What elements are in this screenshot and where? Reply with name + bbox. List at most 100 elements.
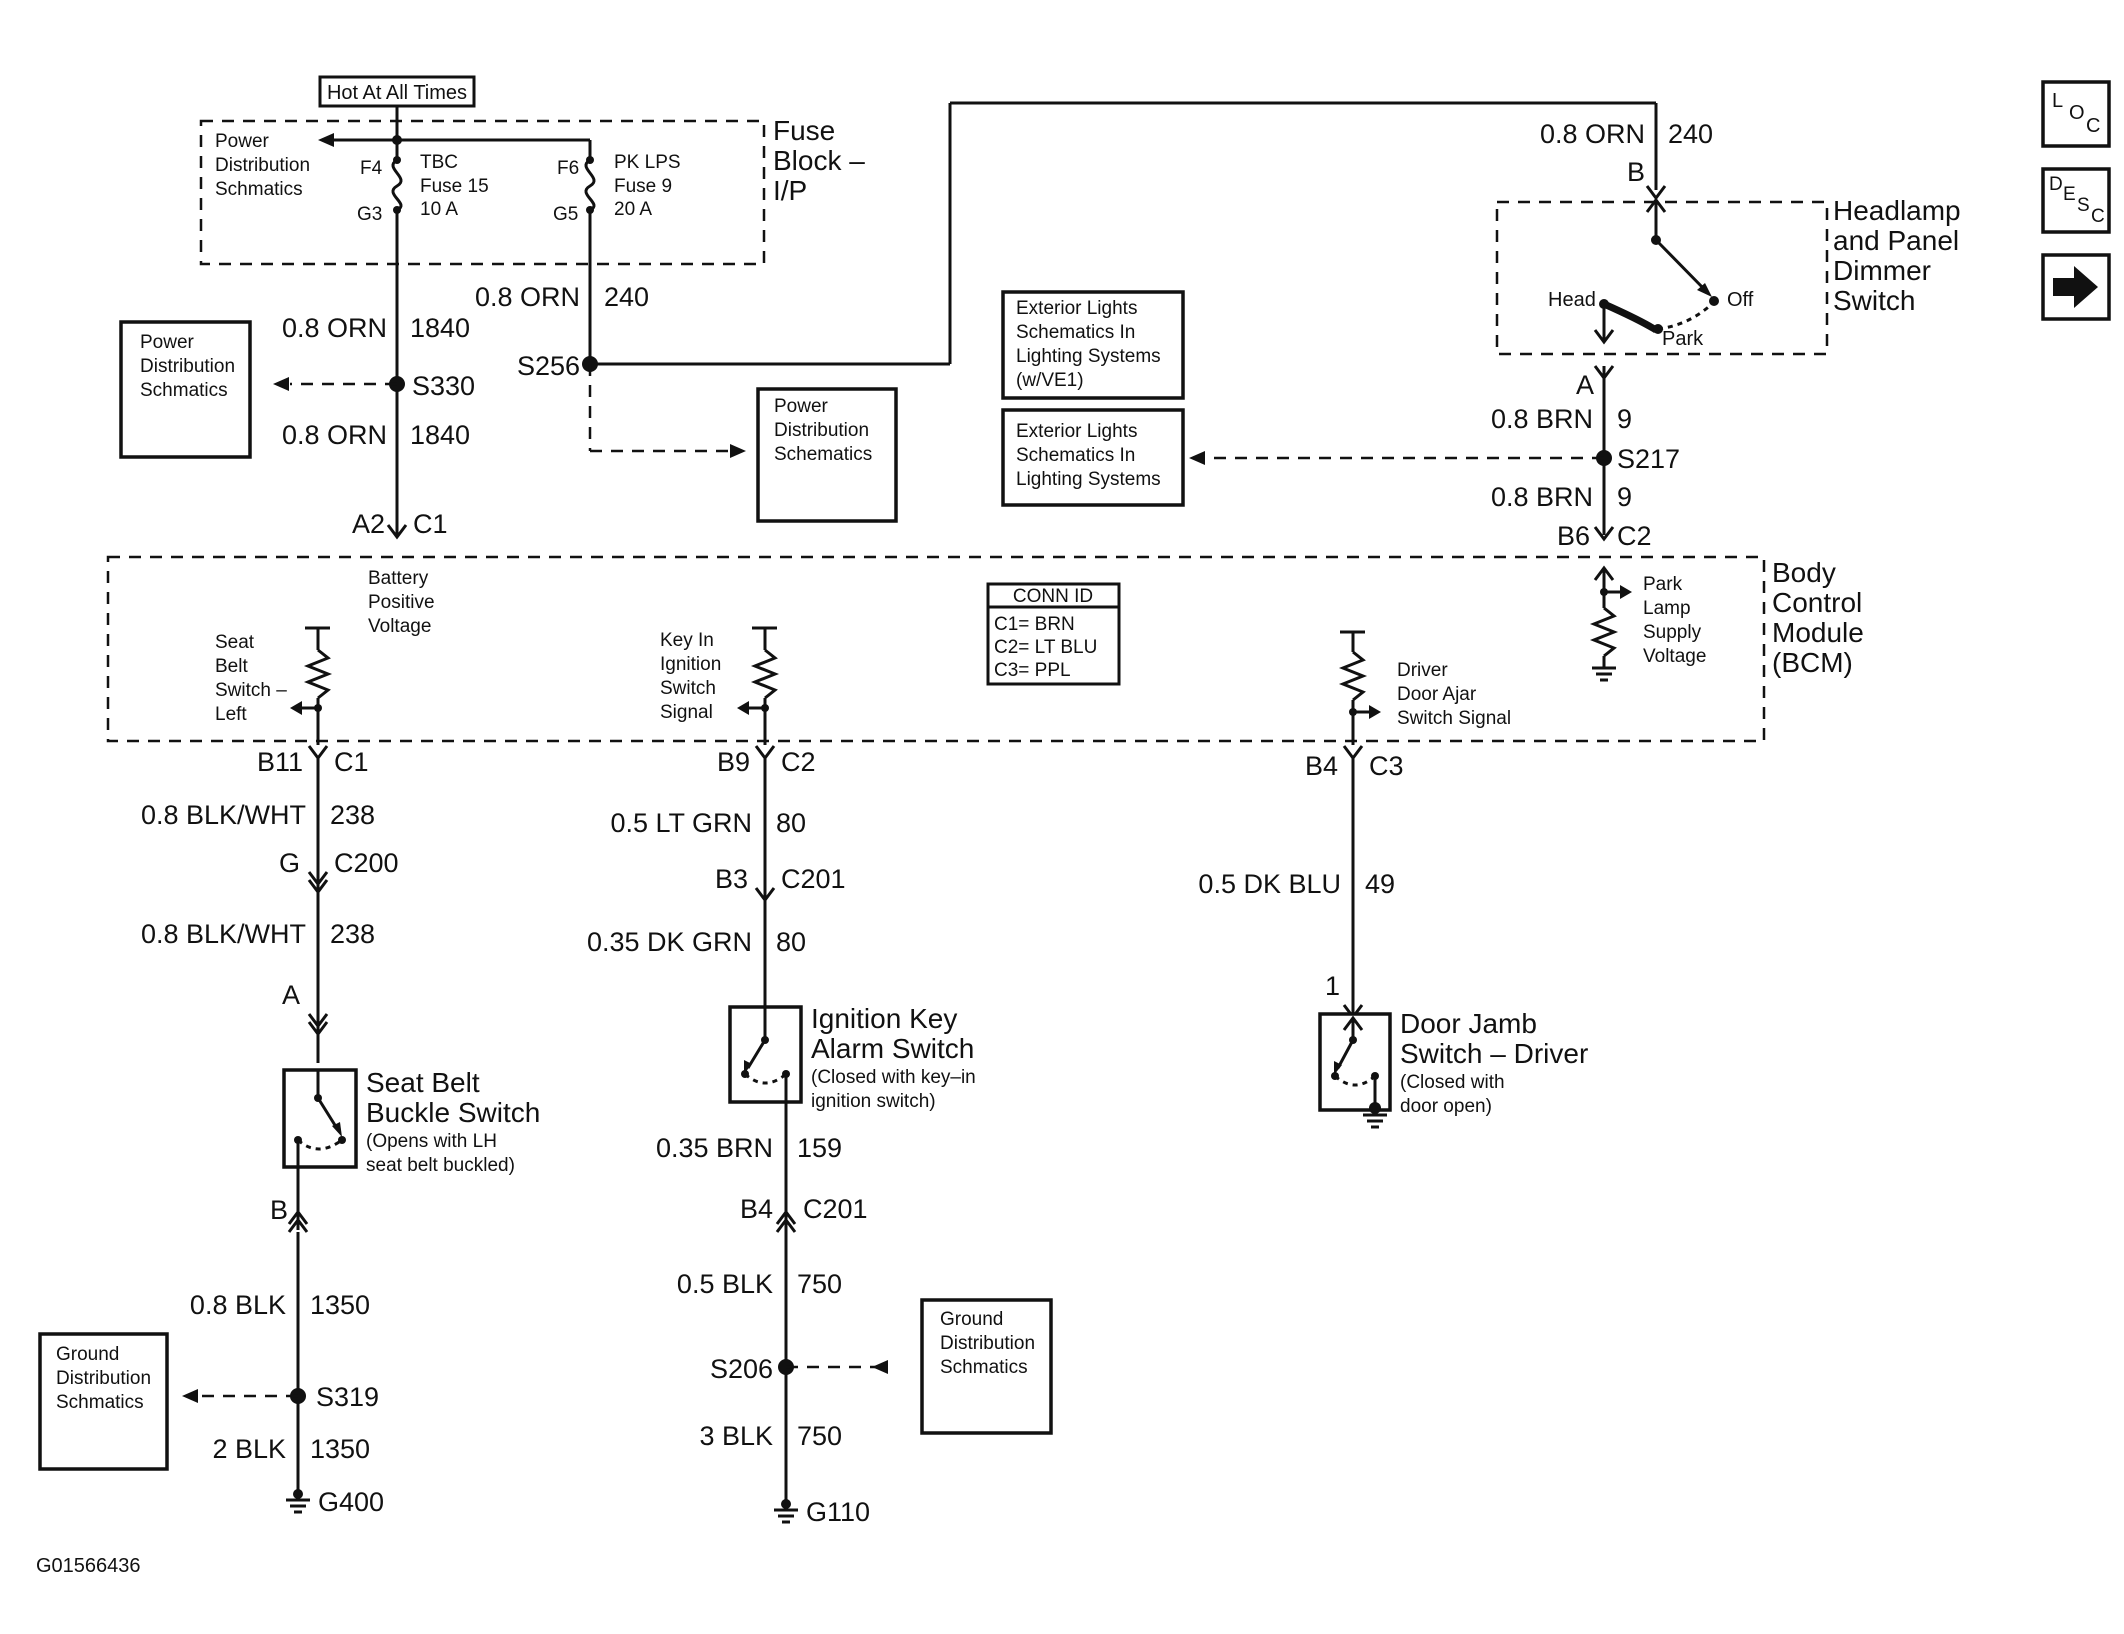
ref-exterior-lights: Exterior Lights Schematics In Lighting S…: [1001, 408, 1185, 507]
splice-s256: S256: [517, 351, 580, 381]
wire-750-b-circuit: 750: [797, 1421, 842, 1451]
bcm-conn-c2-top: C2: [1617, 521, 1652, 551]
doorjamb-note-line1: (Closed with: [1400, 1072, 1505, 1093]
wire-80-a-circuit: 80: [776, 808, 806, 838]
wire-49-circuit: 49: [1365, 869, 1395, 899]
bcm-battery-line1: Battery: [368, 568, 429, 589]
doorjamb-title-line1: Door Jamb: [1400, 1008, 1537, 1039]
ref-ext1-line3: Lighting Systems: [1016, 346, 1161, 367]
ref-pds-left-line2: Distribution: [140, 356, 235, 377]
fuse-block: Hot At All Times Power Distribution Schm…: [199, 75, 865, 266]
loc-button[interactable]: L O C: [2041, 80, 2111, 148]
ref-gds-mid: Ground Distribution Schmatics: [920, 1298, 1053, 1435]
ref-gds-left-line1: Ground: [56, 1344, 119, 1365]
headlamp-park-label: Park: [1662, 328, 1704, 350]
wire-9: A 0.8 BRN 9 S217 0.8 BRN 9 B6 C2: [1189, 365, 1680, 551]
headlamp-title-line1: Headlamp: [1833, 195, 1961, 226]
wire-1840-b-circuit: 1840: [410, 420, 470, 450]
wire-238-a-circuit: 238: [330, 800, 375, 830]
bcm-door-line2: Door Ajar: [1397, 684, 1477, 705]
bcm-battery-line2: Positive: [368, 592, 435, 613]
ref-ext1-line2: Schematics In: [1016, 322, 1135, 343]
figure-id: G01566436: [36, 1555, 141, 1577]
splice-s319: S319: [316, 1382, 379, 1412]
bcm-door-line1: Driver: [1397, 660, 1448, 681]
conn-c201-lower: C201: [803, 1194, 868, 1224]
bcm-conn-c1: C1: [334, 747, 369, 777]
fuse-pds-line3: Schmatics: [215, 179, 303, 200]
desc-letter-e: E: [2063, 184, 2076, 205]
bcm-battery-line3: Voltage: [368, 616, 431, 637]
wire-1350-a-gauge: 0.8 BLK: [190, 1290, 286, 1320]
splice-s206: S206: [710, 1354, 773, 1384]
wire-159-gauge: 0.35 BRN: [656, 1133, 773, 1163]
ref-gds-mid-line3: Schmatics: [940, 1357, 1028, 1378]
wire-238-b-circuit: 238: [330, 919, 375, 949]
conn-id-c3: C3= PPL: [994, 660, 1071, 681]
ignkey-note-line1: (Closed with key–in: [811, 1067, 976, 1088]
ref-pds-mid: Power Distribution Schematics: [756, 387, 898, 523]
door-jamb-branch: B4 C3 0.5 DK BLU 49 1 Door Jamb Switch –…: [1198, 745, 1588, 1129]
fuse-g3: G3: [357, 204, 382, 225]
doorjamb-conn-1: 1: [1325, 971, 1340, 1001]
seatbelt-note-line2: seat belt buckled): [366, 1155, 515, 1176]
desc-letter-c: C: [2091, 206, 2105, 227]
splice-s217: S217: [1617, 444, 1680, 474]
bcm-park-line2: Lamp: [1643, 598, 1691, 619]
bcm-title-line1: Body: [1772, 557, 1836, 588]
arrow-right-icon: [2053, 266, 2098, 308]
wire-240-mid-circuit: 240: [604, 282, 649, 312]
ref-ext2-line3: Lighting Systems: [1016, 469, 1161, 490]
fuse-pk-line1: PK LPS: [614, 152, 681, 173]
bcm-conn-b9: B9: [717, 747, 750, 777]
headlamp-conn-a: A: [1576, 370, 1594, 400]
wire-1350-b-gauge: 2 BLK: [212, 1434, 286, 1464]
ref-pds-left-line3: Schmatics: [140, 380, 228, 401]
fuse-block-title-line3: I/P: [773, 175, 807, 206]
seatbelt-conn-a: A: [282, 980, 300, 1010]
next-button[interactable]: [2041, 253, 2111, 321]
conn-id-c1: C1= BRN: [994, 614, 1075, 635]
bcm-conn-c2: C2: [781, 747, 816, 777]
seatbelt-title-line2: Buckle Switch: [366, 1097, 540, 1128]
bcm-park-line4: Voltage: [1643, 646, 1706, 667]
fuse-pds-line2: Distribution: [215, 155, 310, 176]
wire-9-b-gauge: 0.8 BRN: [1491, 482, 1593, 512]
wire-238-b-gauge: 0.8 BLK/WHT: [141, 919, 306, 949]
ref-ext1-line4: (w/VE1): [1016, 370, 1084, 391]
ground-g400: G400: [318, 1487, 384, 1517]
ref-ext2-line1: Exterior Lights: [1016, 421, 1137, 442]
ignkey-note-line2: ignition switch): [811, 1091, 936, 1112]
fuse-tbc-line2: Fuse 15: [420, 176, 489, 197]
seatbelt-switch: [282, 1068, 358, 1169]
body-control-module: Body Control Module (BCM) Battery Positi…: [106, 555, 1864, 745]
bcm-conn-b4: B4: [1305, 751, 1338, 781]
doorjamb-title-line2: Switch – Driver: [1400, 1038, 1588, 1069]
wire-1350-a-circuit: 1350: [310, 1290, 370, 1320]
desc-button[interactable]: D E S C: [2041, 167, 2111, 234]
fuse-pk-line3: 20 A: [614, 199, 652, 220]
ignition-key-branch: B9 C2 0.5 LT GRN 80 B3 C201 0.35 DK GRN …: [587, 745, 976, 1527]
bcm-keyin-line2: Ignition: [660, 654, 721, 675]
ignkey-title-line2: Alarm Switch: [811, 1033, 974, 1064]
wire-750-a-circuit: 750: [797, 1269, 842, 1299]
conn-b4-lower: B4: [740, 1194, 773, 1224]
fuse-f4: F4: [360, 158, 383, 179]
ground-g110: G110: [806, 1497, 870, 1527]
ref-exterior-lights-ve1: Exterior Lights Schematics In Lighting S…: [1001, 290, 1185, 400]
wire-1840-a-circuit: 1840: [410, 313, 470, 343]
headlamp-conn-b: B: [1627, 157, 1645, 187]
bcm-title-line2: Control: [1772, 587, 1862, 618]
bcm-title-line3: Module: [1772, 617, 1864, 648]
wire-1840: 0.8 ORN 1840 S330 0.8 ORN 1840 A2 C1: [273, 210, 475, 540]
wire-80-b-gauge: 0.35 DK GRN: [587, 927, 752, 957]
ref-pds-mid-line1: Power: [774, 396, 829, 417]
ref-gds-left-line3: Schmatics: [56, 1392, 144, 1413]
bcm-conn-c3: C3: [1369, 751, 1404, 781]
headlamp-dimmer-switch: Head Park Off Headlamp and Panel Dimmer …: [1495, 195, 1961, 356]
bcm-seatbelt-line4: Left: [215, 704, 247, 725]
ignkey-title-line1: Ignition Key: [811, 1003, 957, 1034]
bcm-seatbelt-line3: Switch –: [215, 680, 287, 701]
wire-240: 0.8 ORN 240 S256 0.8 ORN 240 B: [475, 101, 1713, 458]
ref-pds-left-line1: Power: [140, 332, 195, 353]
